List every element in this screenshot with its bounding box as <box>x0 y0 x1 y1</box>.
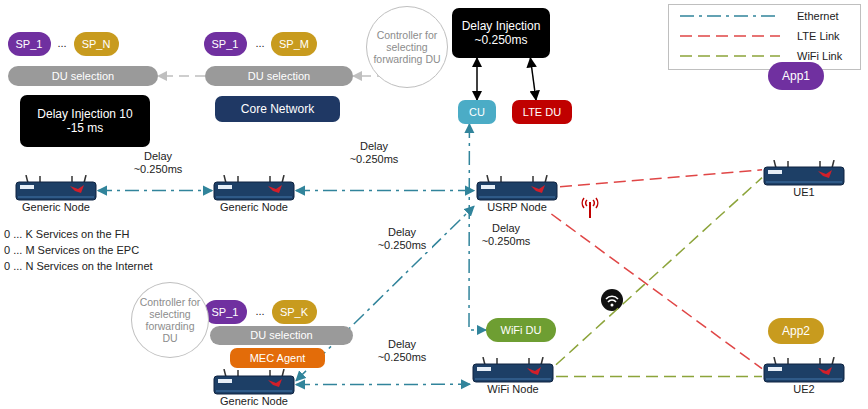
node-label: DU selection <box>248 70 310 83</box>
component-box: Delay Injection 10 -15 ms <box>20 95 150 147</box>
edge-label: Delay ~0.250ms <box>344 140 404 166</box>
connector <box>158 75 205 77</box>
node-label: App1 <box>782 69 810 83</box>
wifi-icon <box>601 289 623 311</box>
controller-circle: Controller for selecting forwarding DU <box>366 6 448 88</box>
device-node: Generic Node <box>212 175 296 214</box>
component-box: LTE DU <box>512 100 572 124</box>
ellipsis: ... <box>248 37 272 50</box>
node-label: Delay Injection 10 -15 ms <box>30 107 140 135</box>
device-icon <box>14 175 98 201</box>
lte-icon <box>582 198 598 218</box>
ellipsis: ... <box>248 305 272 318</box>
node-label: SP_1 <box>16 38 43 51</box>
note-text: 0 ... K Services on the FH <box>4 228 204 241</box>
node-label: WiFi Node <box>487 383 538 395</box>
device-icon <box>762 357 846 383</box>
component-box: SP_1 <box>204 300 247 324</box>
component-box: SP_1 <box>8 32 51 56</box>
connector <box>476 58 478 100</box>
edge-label: Delay ~0.250ms <box>128 150 188 176</box>
ellipsis: ... <box>50 37 74 50</box>
edge-label: Delay ~0.250ms <box>372 226 432 252</box>
connector <box>296 190 474 192</box>
node-label: SP_1 <box>212 306 239 319</box>
edge-label: Delay ~0.250ms <box>476 222 536 248</box>
node-label: Controller for selecting forwarding DU <box>372 29 442 65</box>
device-node: WiFi Node <box>470 357 556 396</box>
component-box: App1 <box>768 62 824 90</box>
component-box: SP_1 <box>204 32 247 56</box>
node-label: DU selection <box>250 329 312 342</box>
connector <box>556 178 762 365</box>
node-label: UE2 <box>793 383 814 395</box>
legend-text: Ethernet <box>797 10 839 23</box>
component-box: App2 <box>768 318 824 344</box>
legend-text: LTE Link <box>797 30 840 43</box>
node-label: Generic Node <box>220 395 288 407</box>
connector <box>296 384 470 386</box>
node-label: WiFi DU <box>501 324 542 337</box>
controller-circle: Controller for selecting forwarding DU <box>131 282 209 358</box>
node-label: SP_K <box>280 306 308 319</box>
component-box: SP_M <box>271 32 317 56</box>
node-label: App2 <box>782 324 810 338</box>
connector <box>556 376 762 378</box>
connector <box>530 58 536 100</box>
component-box: DU selection <box>210 326 353 345</box>
node-label: Delay Injection ~0.250ms <box>461 19 541 47</box>
node-label: LTE DU <box>523 106 561 119</box>
legend-samples <box>680 16 780 56</box>
component-box: Core Network <box>215 96 340 122</box>
connector <box>560 170 762 187</box>
component-box: CU <box>458 100 496 124</box>
device-icon <box>762 160 846 186</box>
edge-label: Delay ~0.250ms <box>372 338 432 364</box>
node-label: MEC Agent <box>250 352 306 365</box>
note-text: 0 ... N Services on the Internet <box>4 260 154 273</box>
device-icon <box>471 357 555 383</box>
node-label: SP_1 <box>212 38 239 51</box>
device-icon <box>212 369 296 395</box>
component-box: Delay Injection ~0.250ms <box>452 8 550 58</box>
node-label: USRP Node <box>487 201 547 213</box>
device-icon <box>212 175 296 201</box>
connector <box>98 190 212 192</box>
node-label: CU <box>469 106 485 119</box>
component-box: SP_K <box>272 300 317 324</box>
node-label: Controller for selecting forwarding DU <box>137 296 203 344</box>
node-label: SP_N <box>82 38 111 51</box>
component-box: SP_N <box>74 32 119 56</box>
legend-box: EthernetLTE LinkWiFi Link <box>668 4 861 70</box>
node-label: DU selection <box>52 70 114 83</box>
node-label: Generic Node <box>220 201 288 213</box>
device-icon <box>475 175 559 201</box>
component-box: DU selection <box>8 66 158 86</box>
node-label: Generic Node <box>22 201 90 213</box>
component-box: MEC Agent <box>230 348 325 368</box>
node-label: Core Network <box>241 102 314 116</box>
component-box: DU selection <box>205 66 353 86</box>
device-node: Generic Node <box>212 369 296 408</box>
note-text: 0 ... M Services on the EPC <box>4 244 204 257</box>
node-label: SP_M <box>279 38 309 51</box>
device-node: Generic Node <box>14 175 98 214</box>
device-node: UE2 <box>762 357 846 396</box>
component-box: WiFi DU <box>486 318 556 342</box>
device-node: USRP Node <box>474 175 560 214</box>
node-label: UE1 <box>793 186 814 198</box>
connector <box>551 214 762 369</box>
device-node: UE1 <box>762 160 846 199</box>
